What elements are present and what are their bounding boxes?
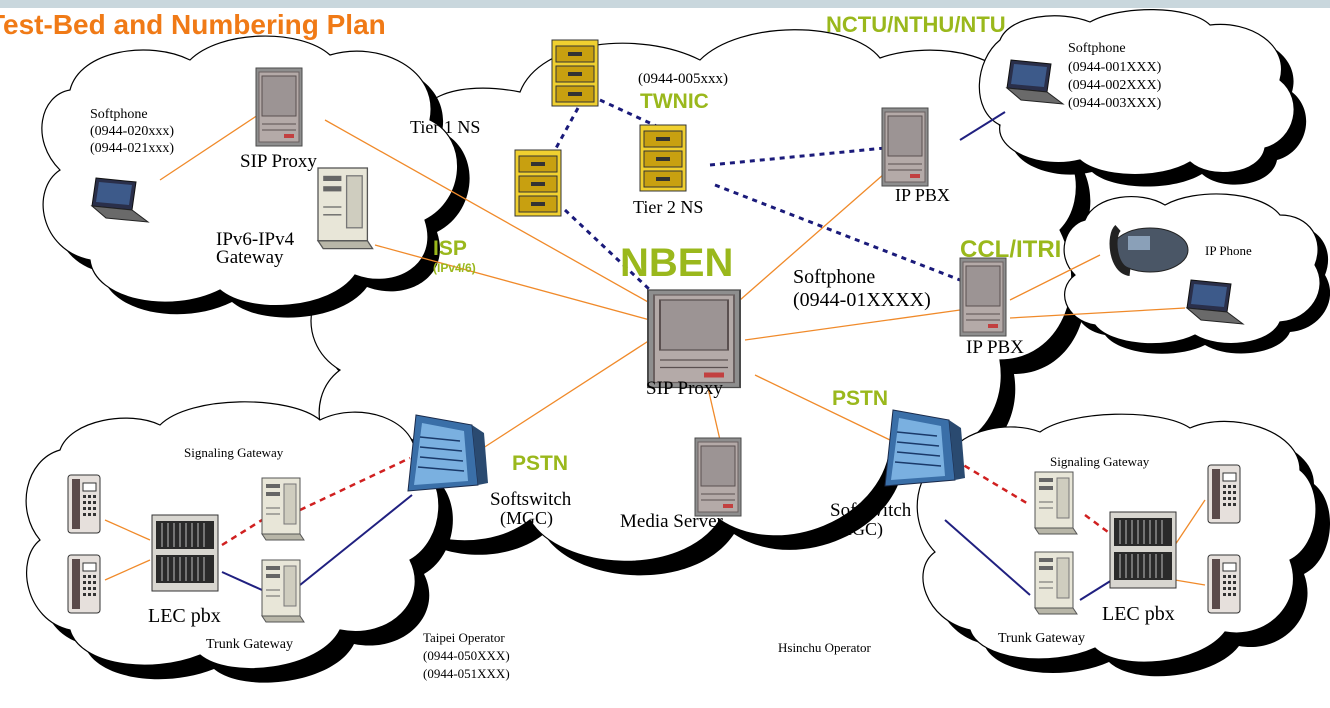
link-pbx-trunkgw-left bbox=[221, 571, 263, 591]
nben-label: NBEN bbox=[620, 241, 733, 285]
softswitch-left-label-1: Softswitch bbox=[490, 489, 572, 510]
tier2-label: Tier 2 NS bbox=[633, 197, 703, 217]
softphone-right-range-1: (0944-001XXX) bbox=[1068, 60, 1162, 75]
link-center-softswitch-left bbox=[479, 339, 651, 451]
softswitch-right-label-2: (MGC) bbox=[830, 519, 883, 540]
twnic-label: TWNIC bbox=[640, 90, 709, 113]
ccl-label: CCL/ITRI bbox=[960, 236, 1061, 263]
desk-phone-right-2-icon bbox=[1207, 554, 1241, 614]
sip-proxy-center-server-icon bbox=[647, 289, 741, 389]
twnic-range-label: (0944-005xxx) bbox=[638, 71, 728, 87]
signaling-gateway-left-icon bbox=[261, 477, 305, 541]
softphone-left-range-2: (0944-021xxx) bbox=[90, 141, 174, 156]
nctu-label: NCTU/NTHU/NTU bbox=[826, 12, 1006, 37]
isp-label: ISP bbox=[433, 237, 467, 260]
desk-phone-left-2-icon bbox=[67, 554, 101, 614]
desk-phone-left-1-icon bbox=[67, 474, 101, 534]
link-center-softswitch-right bbox=[754, 374, 891, 441]
taipei-cloud bbox=[25, 401, 453, 683]
link-pbx-siggw-left bbox=[221, 518, 263, 547]
media-server-label: Media Server bbox=[620, 511, 724, 532]
link-softswitch-siggw-right bbox=[954, 458, 1031, 507]
link-pbx-phone-r2 bbox=[1174, 579, 1206, 586]
ip-phone-label: IP Phone bbox=[1205, 243, 1252, 258]
taipei-range-2: (0944-051XXX) bbox=[423, 666, 510, 681]
trunk-gateway-right-icon bbox=[1034, 551, 1078, 615]
trunk-gateway-left-label: Trunk Gateway bbox=[206, 637, 293, 652]
link-siggw-pbx-right bbox=[1084, 513, 1113, 537]
lec-pbx-right-icon bbox=[1109, 511, 1177, 589]
taipei-operator-label: Taipei Operator bbox=[423, 630, 505, 645]
isp-sub-label: (IPv4/6) bbox=[433, 261, 476, 275]
tier1-cabinet-icon bbox=[514, 149, 562, 217]
media-server-icon bbox=[694, 437, 742, 517]
taipei-range-1: (0944-050XXX) bbox=[423, 648, 510, 663]
lec-pbx-left-icon bbox=[151, 514, 219, 592]
ccl-cloud bbox=[1063, 193, 1330, 354]
link-ippbx-ipphone bbox=[1009, 254, 1101, 301]
tier1-label: Tier 1 NS bbox=[410, 117, 480, 137]
link-sipproxy-left-center bbox=[324, 119, 681, 321]
softphone-center-label-2: (0944-01XXXX) bbox=[793, 289, 931, 311]
lec-pbx-left-label: LEC pbx bbox=[148, 605, 221, 627]
link-siggw-softswitch-left bbox=[299, 456, 411, 512]
nctu-cloud bbox=[978, 9, 1307, 187]
link-ippbx-laptop bbox=[1009, 307, 1186, 319]
signaling-gateway-left-label: Signaling Gateway bbox=[184, 445, 284, 460]
sip-proxy-center-label: SIP Proxy bbox=[646, 378, 723, 399]
sip-proxy-left-server-icon bbox=[255, 67, 303, 147]
signaling-gateway-right-label: Signaling Gateway bbox=[1050, 454, 1150, 469]
lec-pbx-right-label: LEC pbx bbox=[1102, 603, 1175, 625]
trunk-gateway-right-label: Trunk Gateway bbox=[998, 631, 1085, 646]
sip-proxy-left-label: SIP Proxy bbox=[240, 151, 317, 172]
link-phone-pbx-1 bbox=[104, 519, 151, 541]
hsinchu-operator-label: Hsinchu Operator bbox=[778, 640, 871, 655]
softphone-right-label: Softphone bbox=[1068, 41, 1126, 56]
link-softswitch-trunkgw-right bbox=[944, 519, 1031, 596]
dotted-dns-links bbox=[553, 98, 961, 292]
trunk-links bbox=[221, 111, 1113, 601]
ip-pbx-right-label: IP PBX bbox=[966, 337, 1024, 358]
pstn-right-label: PSTN bbox=[832, 387, 888, 410]
ip-pbx-top-label: IP PBX bbox=[895, 185, 950, 205]
link-center-ippbx-top bbox=[739, 159, 901, 301]
ipv6-gateway-icon bbox=[317, 167, 374, 250]
ipv6-gateway-label-1: IPv6-IPv4 bbox=[216, 229, 295, 250]
link-ippbx-laptop-top bbox=[959, 111, 1006, 141]
trunk-gateway-left-icon bbox=[261, 559, 305, 623]
link-center-ippbx-right bbox=[744, 309, 961, 341]
softphone-right-range-2: (0944-002XXX) bbox=[1068, 78, 1162, 93]
ip-phone-icon bbox=[1109, 224, 1189, 276]
link-twnic-tier2 bbox=[599, 98, 666, 132]
pstn-left-label: PSTN bbox=[512, 452, 568, 475]
softphone-left-label: Softphone bbox=[90, 107, 148, 122]
softphone-center-label-1: Softphone bbox=[793, 266, 875, 288]
link-twnic-tier1 bbox=[553, 107, 580, 151]
ipv6-gateway-label-2: Gateway bbox=[216, 247, 284, 268]
softphone-right-range-3: (0944-003XXX) bbox=[1068, 96, 1162, 111]
ip-pbx-top-server-icon bbox=[881, 107, 929, 187]
top-banner-strip bbox=[0, 0, 1330, 8]
softphone-left-range-1: (0944-020xxx) bbox=[90, 124, 174, 139]
softswitch-left-label-2: (MGC) bbox=[500, 508, 553, 529]
link-trunkgw-softswitch-left bbox=[299, 494, 413, 586]
softswitch-right-label-1: Softswitch bbox=[830, 500, 912, 521]
link-tier2-ippbx-right bbox=[714, 183, 961, 282]
link-pbx-phone-r1 bbox=[1174, 499, 1206, 546]
link-gateway-center bbox=[374, 244, 651, 321]
link-phone-pbx-2 bbox=[104, 559, 151, 581]
ip-pbx-right-server-icon bbox=[959, 257, 1007, 337]
link-trunkgw-pbx-right bbox=[1079, 579, 1113, 601]
signaling-links bbox=[221, 456, 1113, 547]
tier2-cabinet-icon bbox=[639, 124, 687, 192]
orange-links bbox=[104, 114, 1206, 586]
link-laptop-proxy bbox=[159, 114, 259, 181]
page-title: Test-Bed and Numbering Plan bbox=[0, 9, 386, 40]
signaling-gateway-right-icon bbox=[1034, 471, 1078, 535]
twnic-cabinet-icon bbox=[551, 39, 599, 107]
desk-phone-right-1-icon bbox=[1207, 464, 1241, 524]
